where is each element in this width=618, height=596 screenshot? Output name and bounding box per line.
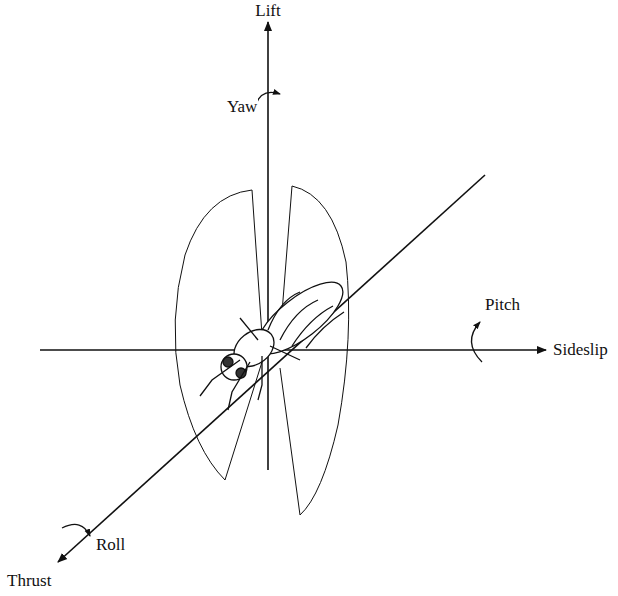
axis-label: Pitch xyxy=(484,296,521,315)
axis-label: Sideslip xyxy=(552,341,609,360)
fly-body xyxy=(200,270,353,410)
axis-label: Roll xyxy=(95,536,126,555)
lift-axis xyxy=(267,22,269,470)
thrust-axis xyxy=(58,175,485,562)
axis-label: Lift xyxy=(254,2,282,21)
yaw-arrow xyxy=(256,92,280,104)
axis-label: Thrust xyxy=(6,572,52,591)
axis-label: Yaw xyxy=(226,98,258,117)
pitch-arrow xyxy=(471,322,482,362)
roll-arrow xyxy=(62,524,90,536)
